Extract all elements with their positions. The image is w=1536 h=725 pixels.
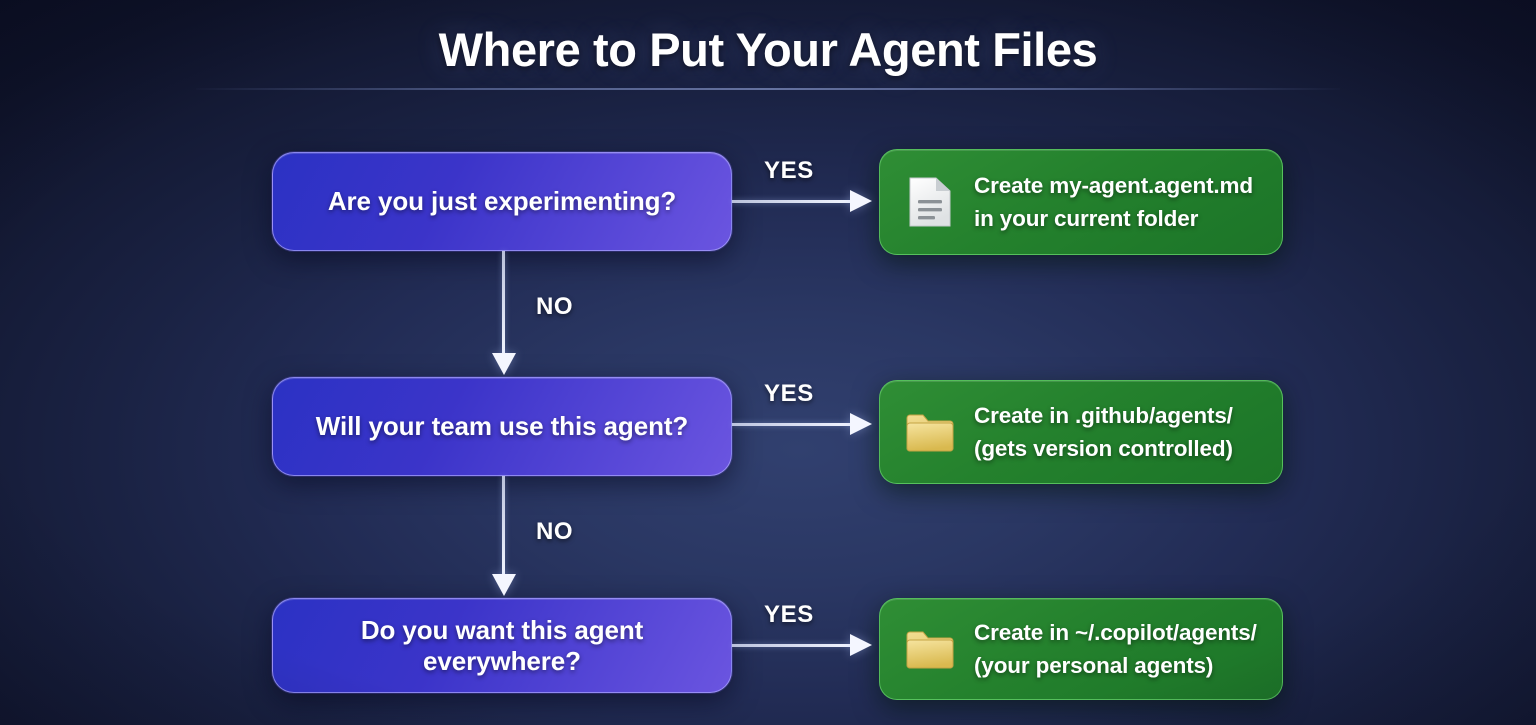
title-divider <box>196 88 1340 90</box>
outcome-line-2: (your personal agents) <box>974 653 1214 678</box>
outcome-text: Create my-agent.agent.md in your current… <box>974 169 1253 236</box>
decision-label: Are you just experimenting? <box>327 186 677 216</box>
outcome-line-2: (gets version controlled) <box>974 436 1233 461</box>
connector-no-1: NO <box>488 251 608 377</box>
branch-label-no: NO <box>536 518 574 545</box>
connector-yes-2: YES <box>732 380 879 439</box>
connector-yes-1: YES <box>732 157 879 216</box>
arrow-head-right-icon <box>850 413 872 435</box>
connector-line <box>732 200 852 203</box>
outcome-text: Create in ~/.copilot/agents/ (your perso… <box>974 616 1257 683</box>
connector-line <box>732 644 852 647</box>
connector-no-2: NO <box>488 476 608 598</box>
connector-line <box>502 251 505 355</box>
outcome-box-github-agents[interactable]: Create in .github/agents/ (gets version … <box>879 380 1283 484</box>
branch-label-yes: YES <box>764 157 814 184</box>
page-title: Where to Put Your Agent Files <box>438 23 1098 76</box>
outcome-text: Create in .github/agents/ (gets version … <box>974 399 1233 466</box>
connector-line <box>502 476 505 576</box>
folder-icon <box>904 406 956 458</box>
decision-box-everywhere[interactable]: Do you want this agent everywhere? <box>272 598 732 693</box>
decision-box-experimenting[interactable]: Are you just experimenting? <box>272 152 732 251</box>
decision-label: Will your team use this agent? <box>315 411 689 441</box>
connector-yes-3: YES <box>732 601 879 660</box>
outcome-box-current-folder[interactable]: Create my-agent.agent.md in your current… <box>879 149 1283 255</box>
outcome-line-1: Create in .github/agents/ <box>974 402 1233 428</box>
outcome-box-copilot-agents[interactable]: Create in ~/.copilot/agents/ (your perso… <box>879 598 1283 700</box>
document-icon <box>904 176 956 228</box>
branch-label-yes: YES <box>764 380 814 407</box>
branch-label-no: NO <box>536 293 574 320</box>
arrow-head-down-icon <box>492 353 516 375</box>
arrow-head-right-icon <box>850 190 872 212</box>
decision-box-team-use[interactable]: Will your team use this agent? <box>272 377 732 476</box>
folder-icon <box>904 623 956 675</box>
arrow-head-right-icon <box>850 634 872 656</box>
branch-label-yes: YES <box>764 601 814 628</box>
decision-label: Do you want this agent everywhere? <box>360 614 644 676</box>
outcome-line-1: Create in ~/.copilot/agents/ <box>974 619 1257 645</box>
arrow-head-down-icon <box>492 574 516 596</box>
outcome-line-1: Create my-agent.agent.md <box>974 172 1253 198</box>
connector-line <box>732 423 852 426</box>
outcome-line-2: in your current folder <box>974 206 1199 231</box>
